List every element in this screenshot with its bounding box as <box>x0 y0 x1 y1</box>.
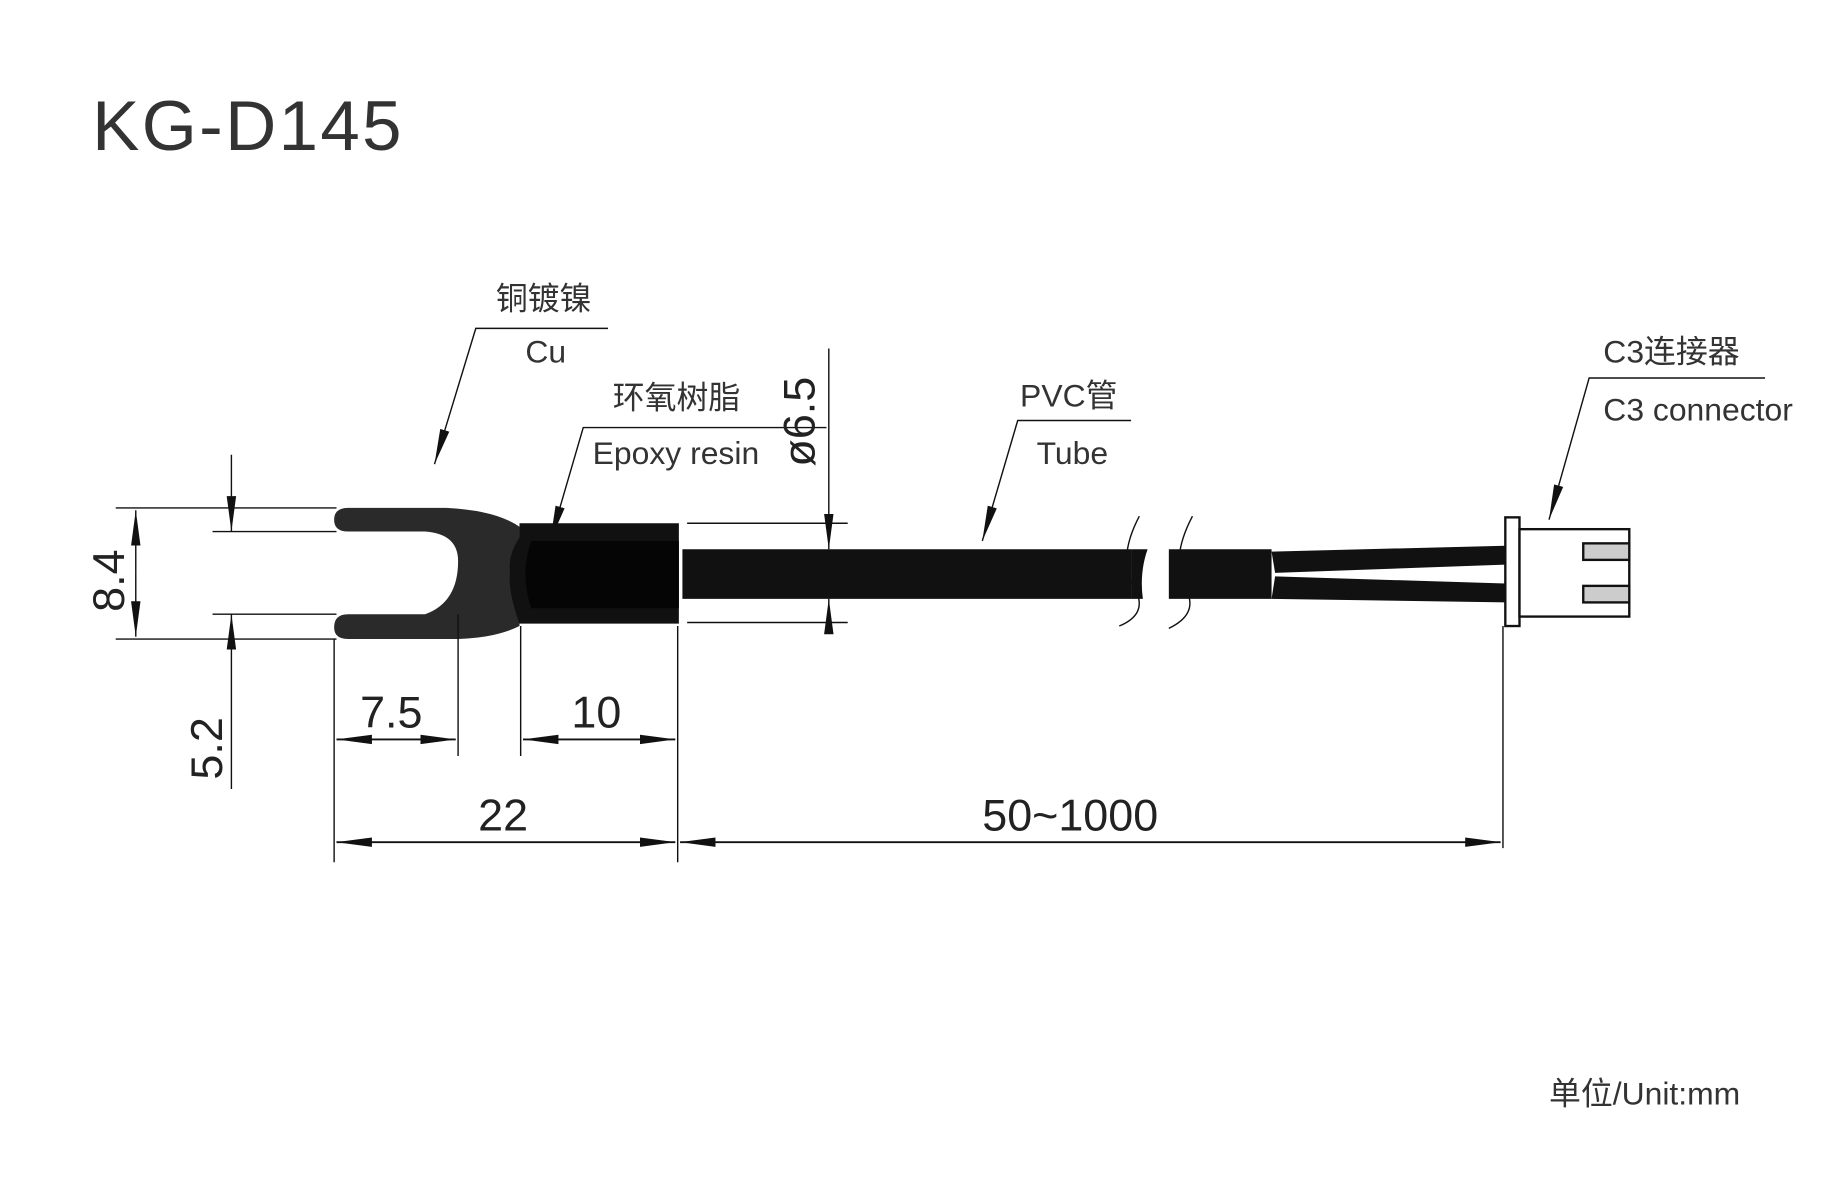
tube-label-en: Tube <box>1037 435 1108 471</box>
fork-height-dim: 8.4 <box>83 549 134 611</box>
tube-label-cn: PVC管 <box>1020 377 1117 413</box>
tube-diameter-dim: ø6.5 <box>774 377 825 467</box>
slot-depth-dim: 7.5 <box>360 687 422 738</box>
connector-label-cn: C3连接器 <box>1603 334 1739 370</box>
part-number-title: KG-D145 <box>92 87 404 166</box>
epoxy-length-dim: 10 <box>571 687 621 738</box>
connector-label-en: C3 connector <box>1603 391 1793 427</box>
pvc-tube <box>682 549 1132 599</box>
wire <box>1271 545 1506 573</box>
terminal-label-cn: 铜镀镍 <box>496 280 592 316</box>
epoxy-label-en: Epoxy resin <box>593 435 760 471</box>
epoxy-label-cn: 环氧树脂 <box>613 380 740 416</box>
wire <box>1271 576 1506 603</box>
cable-length-dim: 50~1000 <box>982 789 1158 840</box>
unit-note: 单位/Unit:mm <box>1549 1075 1740 1111</box>
fork-terminal <box>334 507 520 640</box>
slot-width-dim: 5.2 <box>181 717 232 779</box>
c3-connector <box>1504 516 1631 628</box>
terminal-label-en: Cu <box>525 334 566 370</box>
head-length-dim: 22 <box>478 789 528 840</box>
